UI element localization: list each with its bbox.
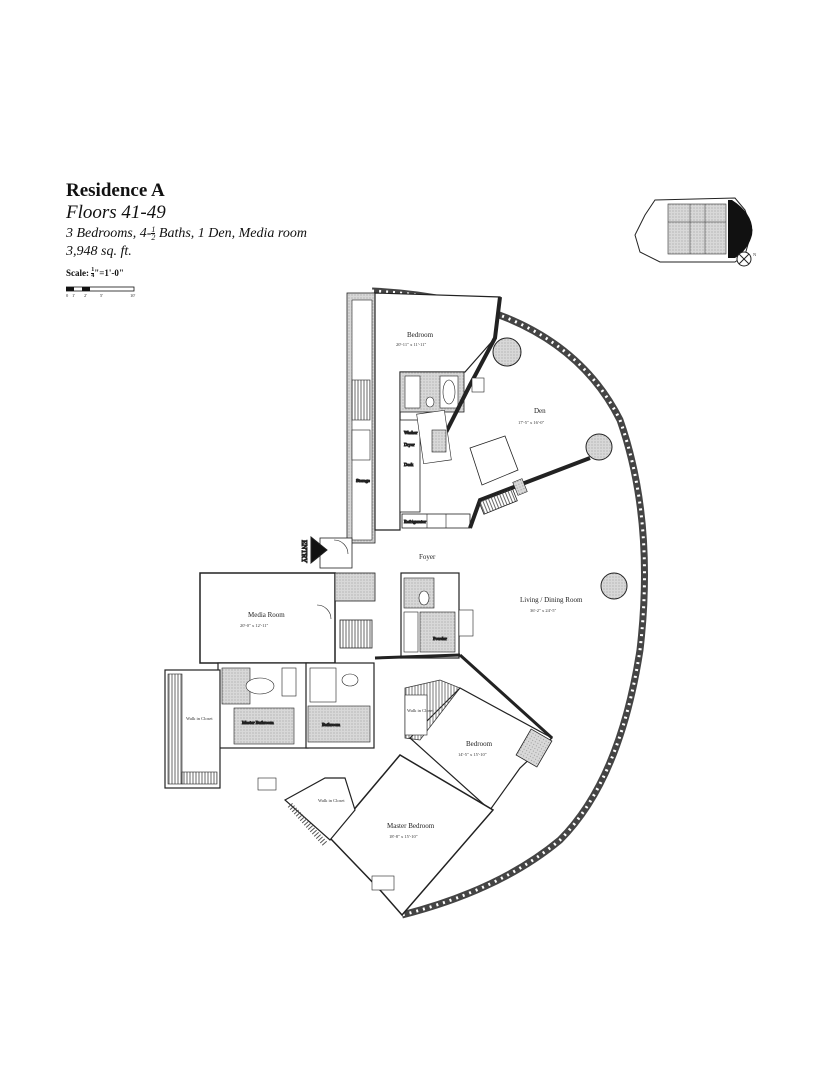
compass-label: N — [753, 252, 757, 257]
refrigerator-label: Refrigerator — [404, 519, 426, 524]
master-bathroom-label: Master Bathroom — [242, 720, 274, 725]
floor-plan: Storage Washer Dryer Desk Refrigerator — [164, 287, 648, 919]
key-plan-highlight — [728, 200, 753, 258]
bedroom1-name: Bedroom — [407, 331, 434, 339]
bathroom-label: Bathroom — [322, 722, 340, 727]
master-name: Master Bedroom — [387, 822, 435, 830]
scale-tick-5: 5' — [100, 293, 103, 298]
walkin3-label: Walk in Closet — [318, 798, 345, 803]
compass-icon — [736, 251, 752, 267]
scale-bar: 0 1' 2' 5' 10' — [66, 286, 136, 298]
scale-tick-2: 2' — [84, 293, 87, 298]
foyer-name: Foyer — [419, 553, 436, 561]
scale-tick-10: 10' — [130, 293, 136, 298]
den-dims: 17'-5" x 16'-0" — [518, 420, 544, 425]
walkin1-label: Walk in Closet — [186, 716, 213, 721]
entry-arrow-icon — [310, 535, 328, 565]
powder-label: Powder — [433, 636, 447, 641]
washer-label: Washer — [404, 430, 418, 435]
bedroom2-dims: 14'-5" x 15'-10" — [458, 752, 487, 757]
storage-label: Storage — [356, 478, 370, 483]
key-plan-group: N — [634, 197, 757, 267]
media-name: Media Room — [248, 611, 285, 619]
floors-subtitle: Floors 41-49 — [66, 202, 166, 223]
curtain-wall — [371, 287, 648, 919]
living-dims: 36'-2" x 24'-5" — [530, 608, 556, 613]
scale-tick-1: 1' — [72, 293, 75, 298]
bedroom1-dims: 20'-11" x 11'-11" — [396, 342, 426, 347]
residence-header: Residence A Floors 41-49 3 Bedrooms, 4-1… — [66, 180, 307, 260]
dryer-label: Dryer — [404, 442, 415, 447]
residence-title: Residence A — [66, 180, 165, 201]
scale-tick-0: 0 — [66, 293, 69, 298]
desk-label: Desk — [404, 462, 414, 467]
den-name: Den — [534, 407, 546, 415]
room-labels: Bedroom 20'-11" x 11'-11" Den 17'-5" x 1… — [186, 331, 583, 839]
master-dims: 18'-8" x 15'-10" — [389, 834, 418, 839]
media-dims: 20'-0" x 12'-11" — [240, 623, 269, 628]
walkin2-label: Walk in Closet — [407, 708, 434, 713]
bedroom2-name: Bedroom — [466, 740, 493, 748]
unit-area: 3,948 sq. ft. — [66, 244, 132, 259]
entry-label: ENTRY — [300, 540, 308, 563]
living-name: Living / Dining Room — [520, 596, 583, 604]
